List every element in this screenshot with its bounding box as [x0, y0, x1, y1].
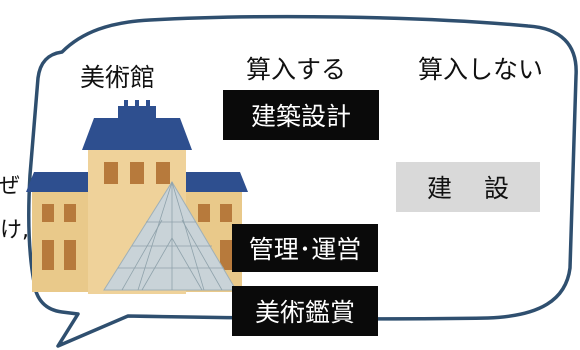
- column-header-not-count: 算入しない: [418, 55, 544, 84]
- glass-pyramid-icon: [103, 181, 237, 291]
- item-management-operation: 管理･運営: [232, 224, 378, 272]
- item-art-appreciation: 美術鑑賞: [232, 286, 378, 336]
- building-label: 美術館: [80, 63, 156, 92]
- museum-illustration: [26, 100, 248, 294]
- edge-fragment-2: け,: [0, 218, 29, 243]
- item-architectural-design: 建築設計: [223, 90, 379, 140]
- edge-fragment-1: ぜ: [0, 174, 21, 199]
- item-construction: 建 設: [396, 162, 540, 212]
- column-header-count: 算入する: [246, 55, 347, 84]
